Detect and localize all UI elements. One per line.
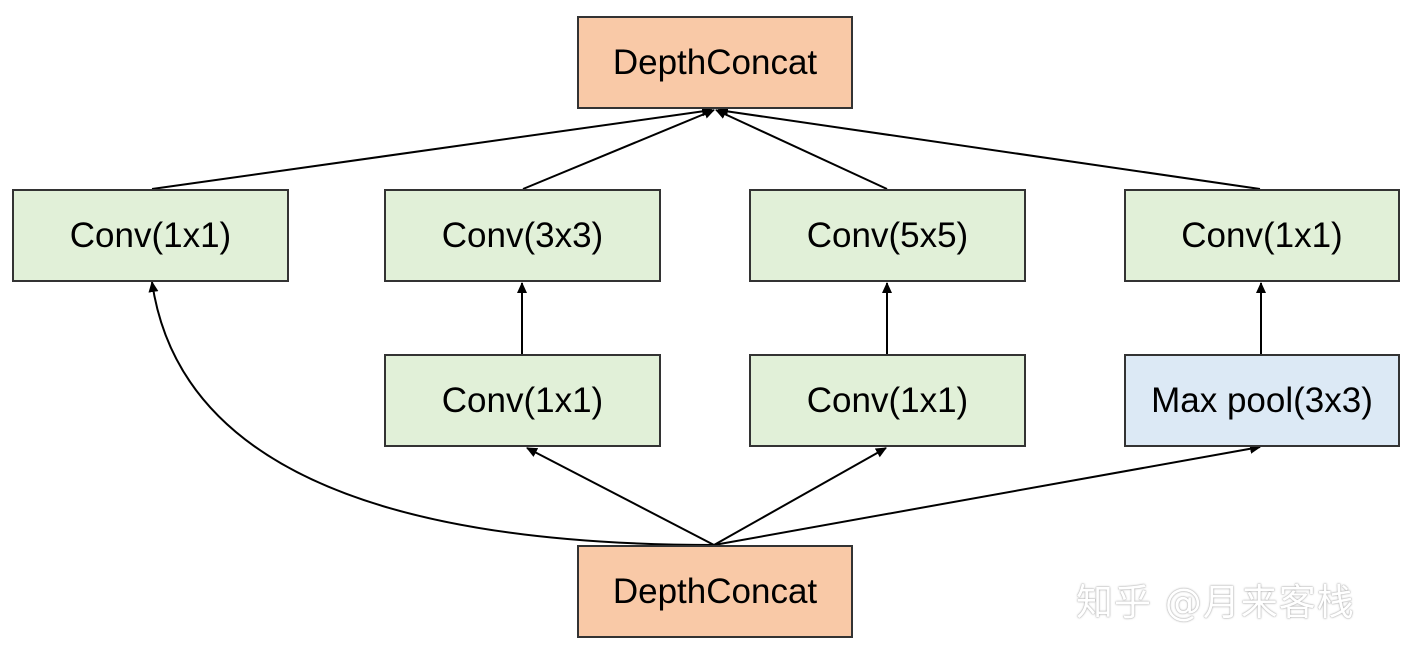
conv-5x5-label: Conv(5x5) bbox=[806, 215, 969, 255]
watermark-text: 知乎 @月来客栈 bbox=[1076, 581, 1355, 624]
conv-1x1-c-node: Conv(1x1) bbox=[749, 354, 1026, 447]
edge-concat-bottom-to-conv-1x1-b bbox=[526, 447, 715, 546]
conv-3x3-label: Conv(3x3) bbox=[441, 215, 604, 255]
conv-1x1-b-node: Conv(1x1) bbox=[384, 354, 661, 447]
edge-concat-bottom-to-conv-1x1-a bbox=[148, 281, 715, 546]
conv-1x1-c-label: Conv(1x1) bbox=[806, 380, 969, 420]
conv-1x1-a-label: Conv(1x1) bbox=[69, 215, 232, 255]
edge-conv-3x3-to-concat-top bbox=[522, 109, 715, 190]
conv-1x1-b-label: Conv(1x1) bbox=[441, 380, 604, 420]
edge-concat-bottom-to-conv-1x1-c bbox=[713, 447, 887, 546]
conv-3x3-node: Conv(3x3) bbox=[384, 189, 661, 282]
conv-5x5-node: Conv(5x5) bbox=[749, 189, 1026, 282]
conv-1x1-d-node: Conv(1x1) bbox=[1124, 189, 1400, 282]
max-pool-node: Max pool(3x3) bbox=[1124, 354, 1400, 447]
edge-concat-bottom-to-max-pool bbox=[713, 443, 1261, 546]
depthconcat-top-node: DepthConcat bbox=[577, 16, 853, 109]
edge-conv-1x1-a-to-concat-top bbox=[151, 106, 713, 190]
max-pool-label: Max pool(3x3) bbox=[1151, 380, 1373, 420]
edge-conv-5x5-to-concat-top bbox=[715, 109, 888, 190]
edge-conv-1x1-d-to-concat-top bbox=[717, 106, 1261, 190]
conv-1x1-d-label: Conv(1x1) bbox=[1181, 215, 1343, 255]
depthconcat-top-label: DepthConcat bbox=[612, 42, 818, 82]
conv-1x1-a-node: Conv(1x1) bbox=[12, 189, 289, 282]
depthconcat-bottom-label: DepthConcat bbox=[612, 571, 818, 611]
depthconcat-bottom-node: DepthConcat bbox=[577, 545, 853, 638]
